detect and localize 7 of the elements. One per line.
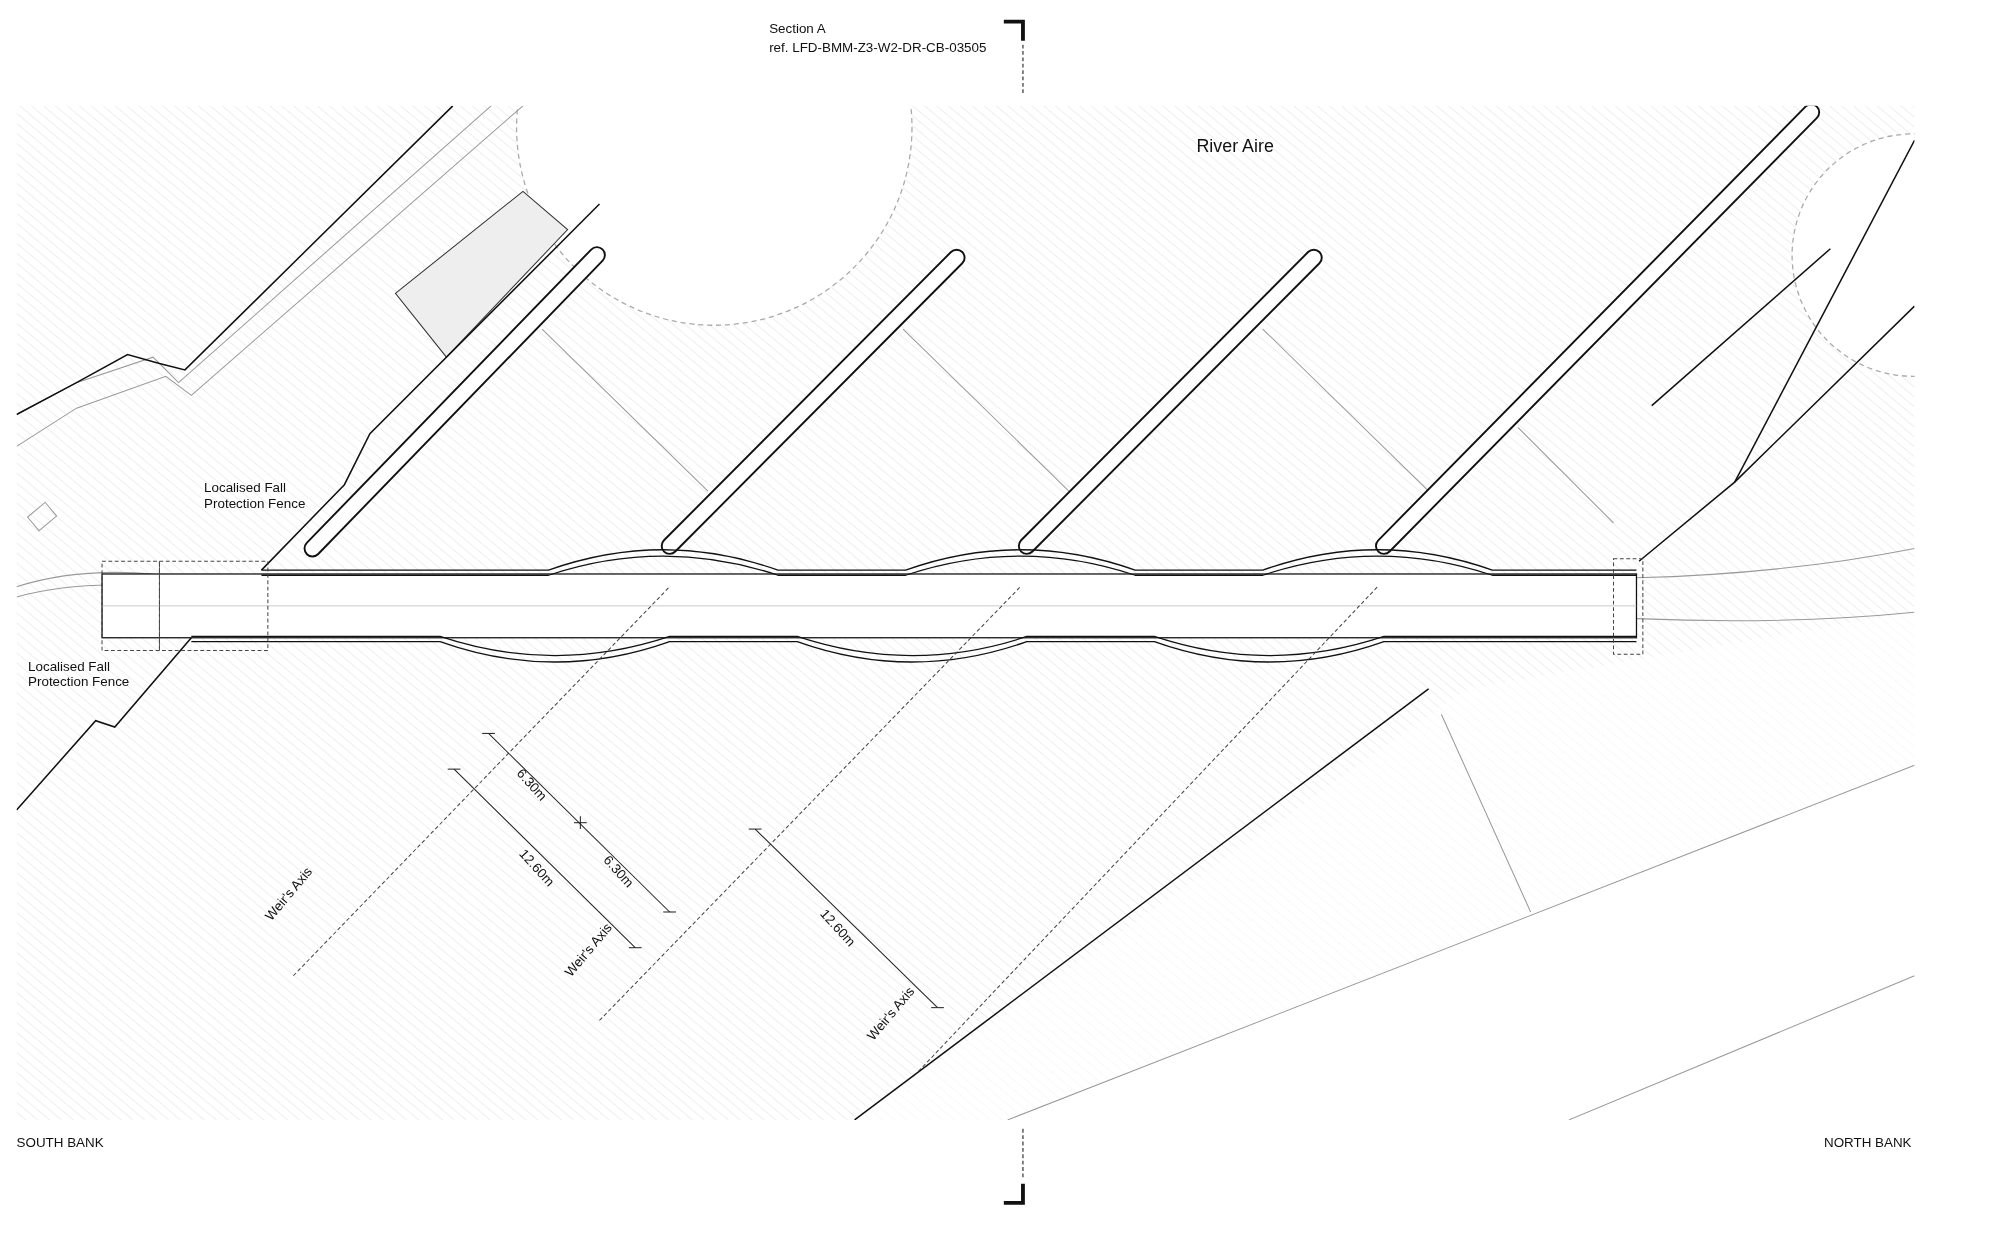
fence-note: Localised Fall Protection Fence	[204, 479, 307, 511]
river-name: River Aire	[1196, 137, 1274, 154]
bank-label: SOUTH BANK	[16, 1133, 104, 1150]
drawing-reference: ref. LFD-BMM-Z3-W2-DR-CB-03505	[769, 39, 987, 55]
section-title: Section A	[769, 20, 826, 36]
fence-note: Localised Fall Protection Fence	[28, 658, 131, 689]
bank-label: NORTH BANK	[1824, 1133, 1912, 1150]
